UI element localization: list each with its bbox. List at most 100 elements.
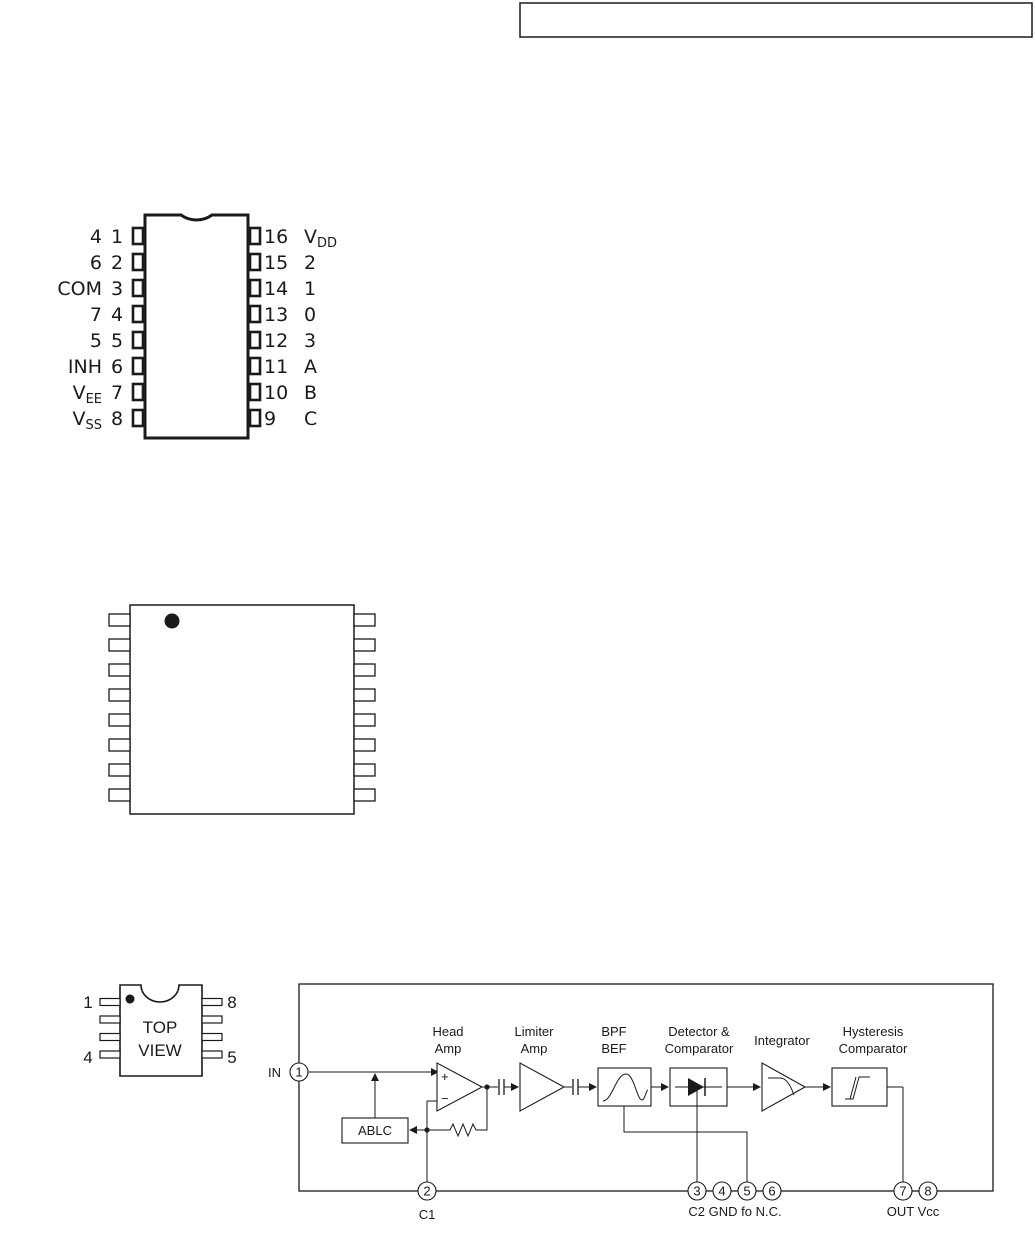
head-amp-label: Head <box>432 1024 463 1039</box>
pin-lead <box>99 997 121 1007</box>
pin-lead <box>131 408 145 428</box>
pin1-marker-dot <box>164 613 180 629</box>
pin-lead <box>248 226 262 246</box>
pin-number-label: 16 <box>264 226 288 248</box>
pin-name-label: 3 <box>304 330 316 352</box>
integrator-triangle <box>761 1062 807 1112</box>
pin-number-label: 6 <box>111 356 123 378</box>
pin-name-label: A <box>304 356 317 378</box>
pin-number-label: 2 <box>111 252 123 274</box>
pin-lead <box>131 226 145 246</box>
pin-number-label: 7 <box>111 382 123 404</box>
pin-lead <box>248 278 262 298</box>
feedback-resistor <box>427 1087 488 1138</box>
dip8-pin-5-label: 5 <box>227 1048 236 1067</box>
pin-lead <box>108 788 131 802</box>
pin-circle: 6 <box>762 1181 782 1201</box>
pin-lead <box>108 763 131 777</box>
in-label: IN <box>268 1065 281 1080</box>
pin-circle: 3 <box>687 1181 707 1201</box>
pin-lead <box>131 356 145 376</box>
svg-text:2: 2 <box>423 1184 430 1199</box>
bpf-bef-label: BPF <box>601 1024 626 1039</box>
pin-lead <box>108 713 131 727</box>
pin-name-label: C <box>304 408 317 430</box>
integrator-curve-icon <box>768 1077 795 1096</box>
pin-number-label: 13 <box>264 304 288 326</box>
header-box <box>519 2 1033 38</box>
svg-text:5: 5 <box>743 1184 750 1199</box>
pin-lead <box>131 278 145 298</box>
hysteresis-label: Comparator <box>839 1041 908 1056</box>
limiter-amp-label: Limiter <box>514 1024 554 1039</box>
pin-circle: 8 <box>918 1181 938 1201</box>
pin-name-label: 0 <box>304 304 316 326</box>
pin-lead <box>353 738 376 752</box>
pin-lead <box>248 382 262 402</box>
dip8-body <box>119 984 203 1077</box>
c1-label: C1 <box>419 1207 436 1222</box>
pin-name-label: 4 <box>90 226 102 248</box>
dip8-pin-1-label: 1 <box>83 993 92 1012</box>
pin-lead <box>108 738 131 752</box>
pin-name-label: 7 <box>90 304 102 326</box>
dip8-pin-4-label: 4 <box>83 1048 92 1067</box>
pin-lead <box>108 663 131 677</box>
pin-number-label: 5 <box>111 330 123 352</box>
pin-lead <box>353 663 376 677</box>
pin-lead <box>353 713 376 727</box>
head-amp-label: Amp <box>435 1041 462 1056</box>
pin-lead <box>131 330 145 350</box>
pin-lead <box>108 613 131 627</box>
pin-lead <box>99 1032 121 1042</box>
pin-lead <box>108 688 131 702</box>
pin-name-label: VSS <box>72 408 102 433</box>
svg-text:6: 6 <box>768 1184 775 1199</box>
pin-lead <box>99 1015 121 1024</box>
pin-number-label: 14 <box>264 278 288 300</box>
dip8-pin-8-label: 8 <box>227 993 236 1012</box>
hysteresis-icon <box>845 1076 870 1100</box>
pin-number-label: 4 <box>111 304 123 326</box>
pin-lead <box>108 638 131 652</box>
pin-circle: 4 <box>712 1181 732 1201</box>
pin-name-label: COM <box>57 278 102 300</box>
pin-name-label: VDD <box>304 226 337 251</box>
out-vcc-label: OUT Vcc <box>887 1204 940 1219</box>
pin-circle: 2 <box>417 1181 437 1201</box>
bandpass-curve-icon <box>602 1073 649 1102</box>
pin-number-label: 9 <box>264 408 276 430</box>
svg-text:+: + <box>441 1069 449 1084</box>
head-amp-triangle <box>436 1062 484 1112</box>
pin-lead <box>248 304 262 324</box>
pin-lead <box>201 1032 223 1042</box>
pin-lead <box>353 688 376 702</box>
pin-lead <box>201 1015 223 1024</box>
svg-text:4: 4 <box>718 1184 725 1199</box>
svg-text:−: − <box>441 1091 449 1106</box>
block-diagram: IN 1 ABLC Head Amp + − Limiter A <box>268 983 994 1222</box>
svg-text:7: 7 <box>899 1184 906 1199</box>
pin-number-label: 10 <box>264 382 288 404</box>
pin-lead <box>353 613 376 627</box>
pin-number-label: 8 <box>111 408 123 430</box>
pin-name-label: 2 <box>304 252 316 274</box>
pin-lead <box>353 788 376 802</box>
svg-text:3: 3 <box>693 1184 700 1199</box>
dip16-body <box>143 213 250 440</box>
pin-lead <box>131 304 145 324</box>
detector-label: Comparator <box>665 1041 734 1056</box>
diode-icon <box>688 1078 704 1096</box>
dip8-package: TOP VIEW 1 4 8 5 <box>83 984 237 1077</box>
pin-number-label: 3 <box>111 278 123 300</box>
pin-number-label: 11 <box>264 356 288 378</box>
pin-lead <box>131 382 145 402</box>
ablc-block <box>341 1117 409 1144</box>
block-diagram-frame <box>298 983 994 1192</box>
svg-text:8: 8 <box>924 1184 931 1199</box>
pin-lead <box>248 408 262 428</box>
pin-name-label: INH <box>68 356 102 378</box>
svg-text:1: 1 <box>295 1065 302 1080</box>
